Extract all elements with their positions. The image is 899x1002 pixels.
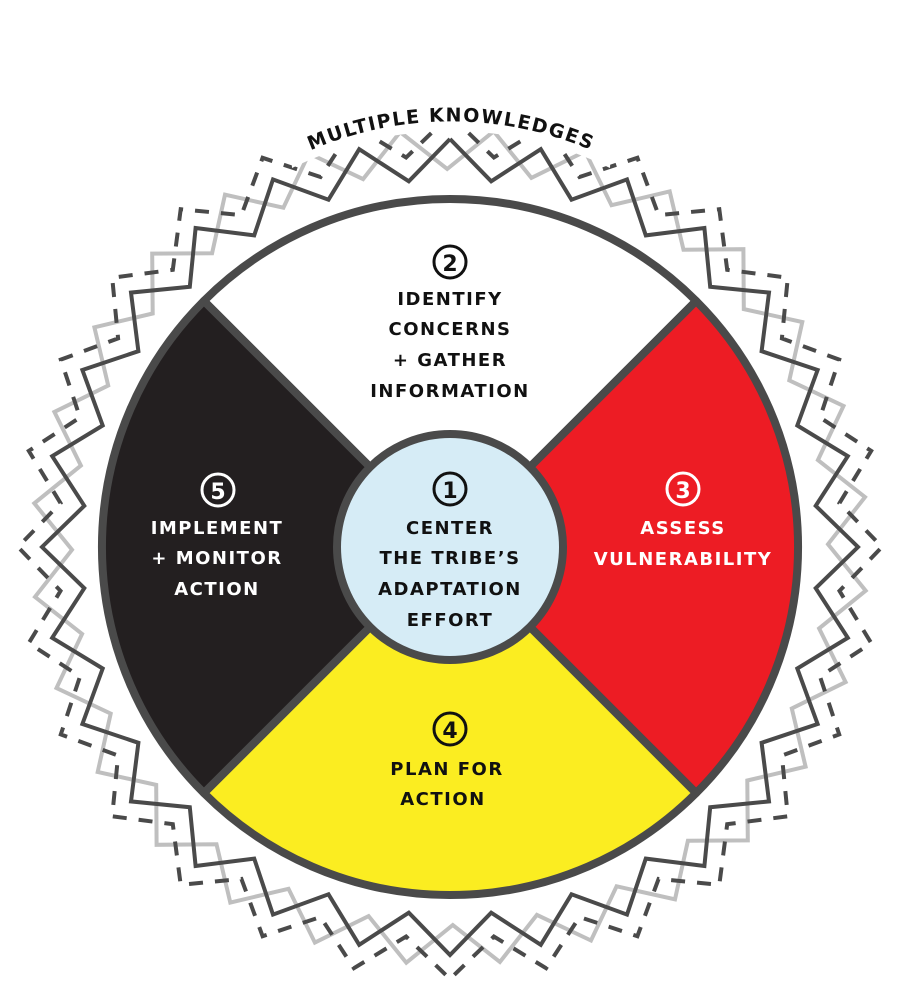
step-number-badge <box>200 472 236 508</box>
step-label-line: ACTION <box>400 789 485 810</box>
step-number: 5 <box>210 480 225 505</box>
step-assess: 3 ASSESS VULNERABILITY <box>594 471 773 570</box>
step-label-line: IDENTIFY <box>397 289 502 310</box>
center-circle <box>333 430 567 664</box>
step-identify: 2 IDENTIFY CONCERNS + GATHER INFORMATION <box>370 244 530 402</box>
step-number-badge <box>432 711 468 747</box>
step-label-line: + MONITOR <box>151 548 282 569</box>
zigzag-border <box>15 94 885 982</box>
step-number-badge <box>432 244 468 280</box>
step-label-line: ACTION <box>174 579 259 600</box>
step-label-line: ASSESS <box>640 518 725 539</box>
step-number: 2 <box>442 252 457 277</box>
step-number-badge <box>432 471 468 507</box>
step-label-line: ADAPTATION <box>378 579 522 600</box>
step-label-line: INFORMATION <box>370 381 530 402</box>
step-center: 1 CENTER THE TRIBE’S ADAPTATION EFFORT <box>378 471 522 631</box>
step-label-line: CENTER <box>406 518 494 539</box>
step-label-line: + GATHER <box>393 350 507 371</box>
step-label-line: EFFORT <box>407 610 494 631</box>
step-label-line: VULNERABILITY <box>594 549 773 570</box>
step-number-badge <box>665 471 701 507</box>
step-implement: 5 IMPLEMENT + MONITOR ACTION <box>151 472 284 600</box>
step-label-line: IMPLEMENT <box>151 518 284 539</box>
step-label-line: CONCERNS <box>389 319 512 340</box>
quadrant-assess <box>446 296 803 798</box>
step-number: 4 <box>442 719 457 744</box>
title-backdrop <box>290 94 612 168</box>
step-number: 3 <box>675 479 690 504</box>
step-label-line: PLAN FOR <box>390 759 503 780</box>
quadrant-implement <box>97 296 454 798</box>
quadrant-plan <box>199 543 701 900</box>
step-plan: 4 PLAN FOR ACTION <box>390 711 503 810</box>
zigzag-ring-solid <box>39 137 861 958</box>
quadrant-identify <box>199 194 701 551</box>
step-number: 1 <box>442 479 457 504</box>
step-label-line: THE TRIBE’S <box>379 548 520 569</box>
